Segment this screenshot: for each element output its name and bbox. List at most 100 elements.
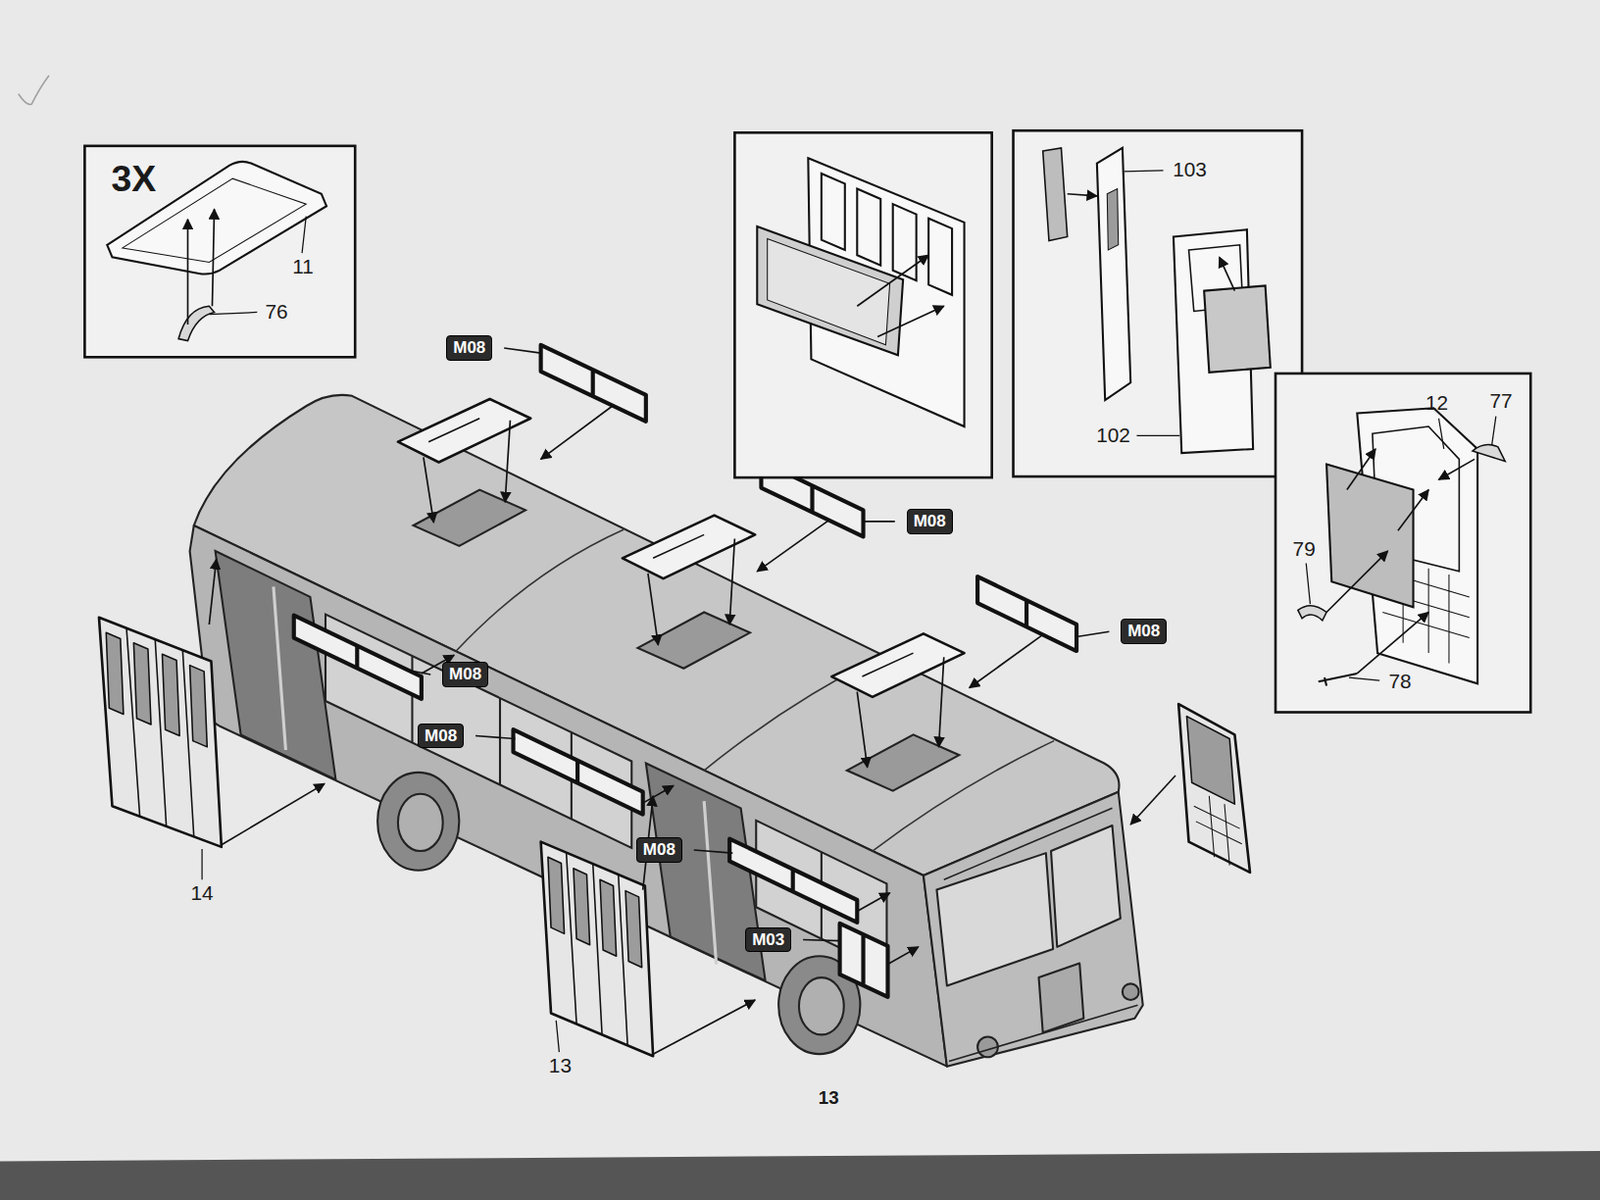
badge-code: M08 xyxy=(913,511,947,531)
callout-leader xyxy=(201,170,1497,1052)
window-frame xyxy=(294,615,422,700)
material-badge: M08 xyxy=(906,508,953,535)
callout-number: 14 xyxy=(191,882,214,905)
inset-panel xyxy=(1097,148,1131,400)
assembly-arrow xyxy=(756,520,829,572)
assembly-arrow xyxy=(1067,194,1236,292)
inset-panel xyxy=(84,146,355,357)
assembly-arrow xyxy=(208,405,1176,1054)
material-badge: M03 xyxy=(745,927,792,953)
bus-body xyxy=(1122,983,1140,1000)
assembly-arrow xyxy=(939,656,945,748)
window-frame xyxy=(729,839,857,923)
bus-body xyxy=(949,1004,1139,1061)
assembly-arrow xyxy=(856,254,944,337)
assembly-arrow xyxy=(423,456,434,523)
callout-leader xyxy=(1136,435,1180,437)
door-panel xyxy=(1194,796,1243,866)
assembly-arrow xyxy=(1347,449,1376,491)
door-panel xyxy=(105,632,207,748)
door-panel xyxy=(541,842,653,1057)
callout-number: 11 xyxy=(292,255,314,279)
inset-panel xyxy=(734,132,992,478)
badge-leader xyxy=(475,735,516,739)
callout-number: 102 xyxy=(1096,424,1131,448)
inset-panel xyxy=(1013,130,1303,477)
door-panel xyxy=(1186,716,1235,805)
hatch-lid xyxy=(831,633,964,698)
callout-leader xyxy=(1439,418,1445,450)
badge-leader xyxy=(1076,631,1109,637)
assembly-arrow xyxy=(856,254,929,306)
assembly-arrow xyxy=(1130,775,1176,825)
bus-body xyxy=(1039,963,1085,1034)
assembly-arrow xyxy=(1326,550,1388,612)
callout-leader xyxy=(1305,563,1310,605)
material-badge: M08 xyxy=(417,723,464,750)
inset-panel xyxy=(1472,445,1505,462)
badge-code: M08 xyxy=(1127,621,1160,641)
assembly-arrow xyxy=(1356,611,1429,673)
hatch-lid xyxy=(622,515,755,580)
inset-panel xyxy=(1013,130,1303,477)
quantity-mark: 3X xyxy=(110,158,156,200)
badge-code: M08 xyxy=(643,840,676,859)
material-badge: M08 xyxy=(446,335,493,361)
inset-panel xyxy=(84,146,355,357)
assembly-arrow xyxy=(1326,449,1475,674)
assembly-arrow xyxy=(648,573,658,646)
callout-number: 78 xyxy=(1388,670,1411,694)
inset-panel xyxy=(1326,464,1413,608)
callout-leader xyxy=(200,849,202,880)
assembly-arrow xyxy=(221,783,325,845)
badge-leader xyxy=(403,669,431,675)
bus-body xyxy=(1050,825,1121,948)
assembly-arrow xyxy=(1398,490,1429,532)
paper-ground xyxy=(18,75,50,104)
assembly-arrow xyxy=(208,558,216,625)
bus-body xyxy=(936,852,1053,986)
assembly-arrow xyxy=(1067,194,1098,197)
badge-leader xyxy=(863,520,896,523)
window-frame xyxy=(513,729,644,814)
assembly-arrow xyxy=(1219,256,1236,291)
callout-leader xyxy=(1349,677,1380,681)
bus-wheels xyxy=(377,772,459,871)
assembly-arrow xyxy=(969,634,1044,688)
inset-panel xyxy=(1298,605,1327,621)
inset-panel xyxy=(1318,673,1358,686)
bus-windows xyxy=(215,550,337,780)
bus-body xyxy=(944,807,1113,880)
door-panel xyxy=(99,617,1250,1057)
bus-body xyxy=(923,792,1144,1067)
assembly-arrow xyxy=(541,405,613,459)
inset-panel xyxy=(1275,373,1531,713)
bus-roof-ribs xyxy=(455,529,624,651)
bus-windows xyxy=(215,550,888,981)
assembly-arrow xyxy=(188,208,215,325)
bus-wheels xyxy=(799,977,845,1035)
door-panel xyxy=(1178,703,1250,873)
material-badge: M08 xyxy=(1120,618,1167,645)
callout-number: 79 xyxy=(1293,538,1316,561)
door-panel xyxy=(548,856,643,967)
assembly-arrow xyxy=(652,1000,755,1054)
callout-leader xyxy=(555,1020,559,1052)
roof-hatch-opening xyxy=(413,490,960,792)
bus-windows xyxy=(325,614,632,849)
window-frame xyxy=(541,345,647,422)
inset-panel xyxy=(1203,285,1271,372)
callout-leader xyxy=(208,311,257,314)
assembly-arrow xyxy=(504,420,510,502)
assembly-arrow xyxy=(187,219,190,325)
page-number: 13 xyxy=(818,1088,840,1109)
callout-leader xyxy=(1492,416,1497,446)
assembly-arrow xyxy=(729,539,735,625)
badge-code: M03 xyxy=(751,930,785,950)
inset-panel xyxy=(178,305,214,341)
badge-leader xyxy=(802,940,840,942)
